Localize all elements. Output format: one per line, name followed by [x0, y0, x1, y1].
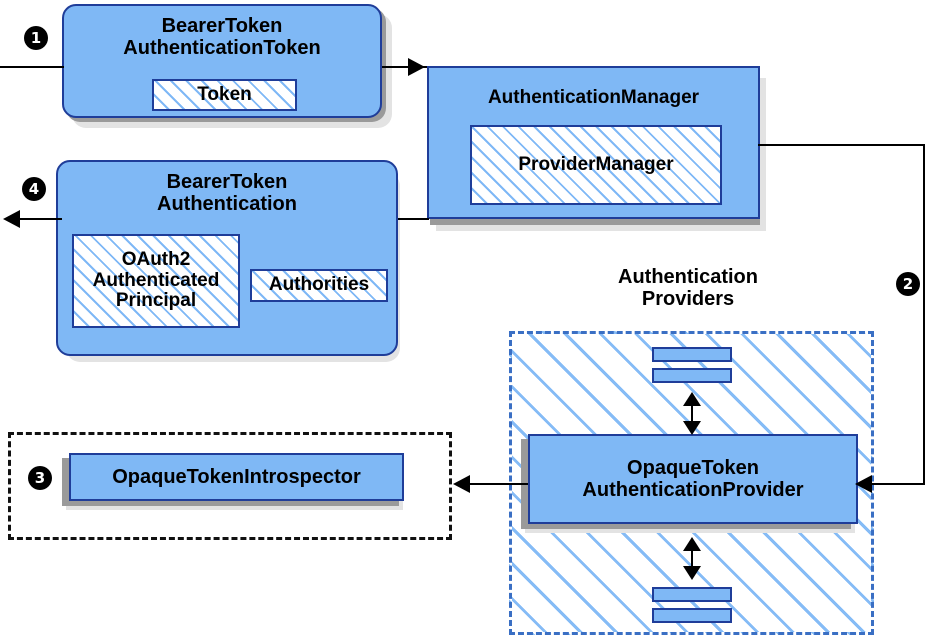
node-opaque-token-authentication-provider[interactable]: OpaqueToken AuthenticationProvider [528, 434, 858, 524]
connector-manager-to-provider-arrowhead [855, 475, 872, 493]
node-title: OpaqueToken AuthenticationProvider [582, 456, 804, 501]
provider-link-bottom-arrow-down [683, 566, 701, 580]
connector-manager-to-result [398, 218, 429, 220]
badge-step-4: 4 [22, 177, 46, 201]
badge-step-2: 2 [896, 272, 920, 296]
connector-token-to-manager [382, 66, 427, 68]
badge-step-3: 3 [28, 466, 52, 490]
connector-token-to-manager-arrowhead [408, 58, 425, 76]
node-title: BearerToken Authentication [157, 171, 297, 216]
connector-result-out [20, 218, 62, 220]
inner-box-provider-manager[interactable]: ProviderManager [470, 125, 722, 205]
node-opaque-token-introspector[interactable]: OpaqueTokenIntrospector [69, 453, 404, 501]
provider-bean-bar-top-2 [652, 368, 732, 383]
connector-request-in [0, 66, 64, 68]
provider-link-top-arrow-down [683, 421, 701, 435]
connector-manager-to-provider-top [758, 144, 925, 146]
inner-box-token[interactable]: Token [152, 79, 297, 111]
inner-box-oauth2-authenticated-principal[interactable]: OAuth2 Authenticated Principal [72, 234, 240, 328]
node-title: OpaqueTokenIntrospector [112, 465, 361, 488]
connector-provider-to-introspector [470, 483, 528, 485]
connector-provider-to-introspector-arrowhead [453, 475, 470, 493]
authentication-providers-label: Authentication Providers [618, 266, 758, 311]
provider-link-top-line [691, 395, 693, 427]
connector-result-out-arrowhead [3, 210, 20, 228]
node-title: BearerToken AuthenticationToken [123, 15, 321, 60]
provider-link-bottom-line [691, 540, 693, 572]
provider-link-bottom-arrow-up [683, 537, 701, 551]
provider-link-top-arrow-up [683, 392, 701, 406]
inner-box-authorities[interactable]: Authorities [250, 269, 388, 302]
badge-step-1: 1 [24, 26, 48, 50]
provider-bean-bar-bottom-1 [652, 587, 732, 602]
provider-bean-bar-bottom-2 [652, 608, 732, 623]
provider-bean-bar-top-1 [652, 347, 732, 362]
connector-manager-to-provider-right [923, 144, 925, 484]
connector-manager-to-provider-bottom [872, 483, 925, 485]
node-title: AuthenticationManager [487, 87, 700, 108]
